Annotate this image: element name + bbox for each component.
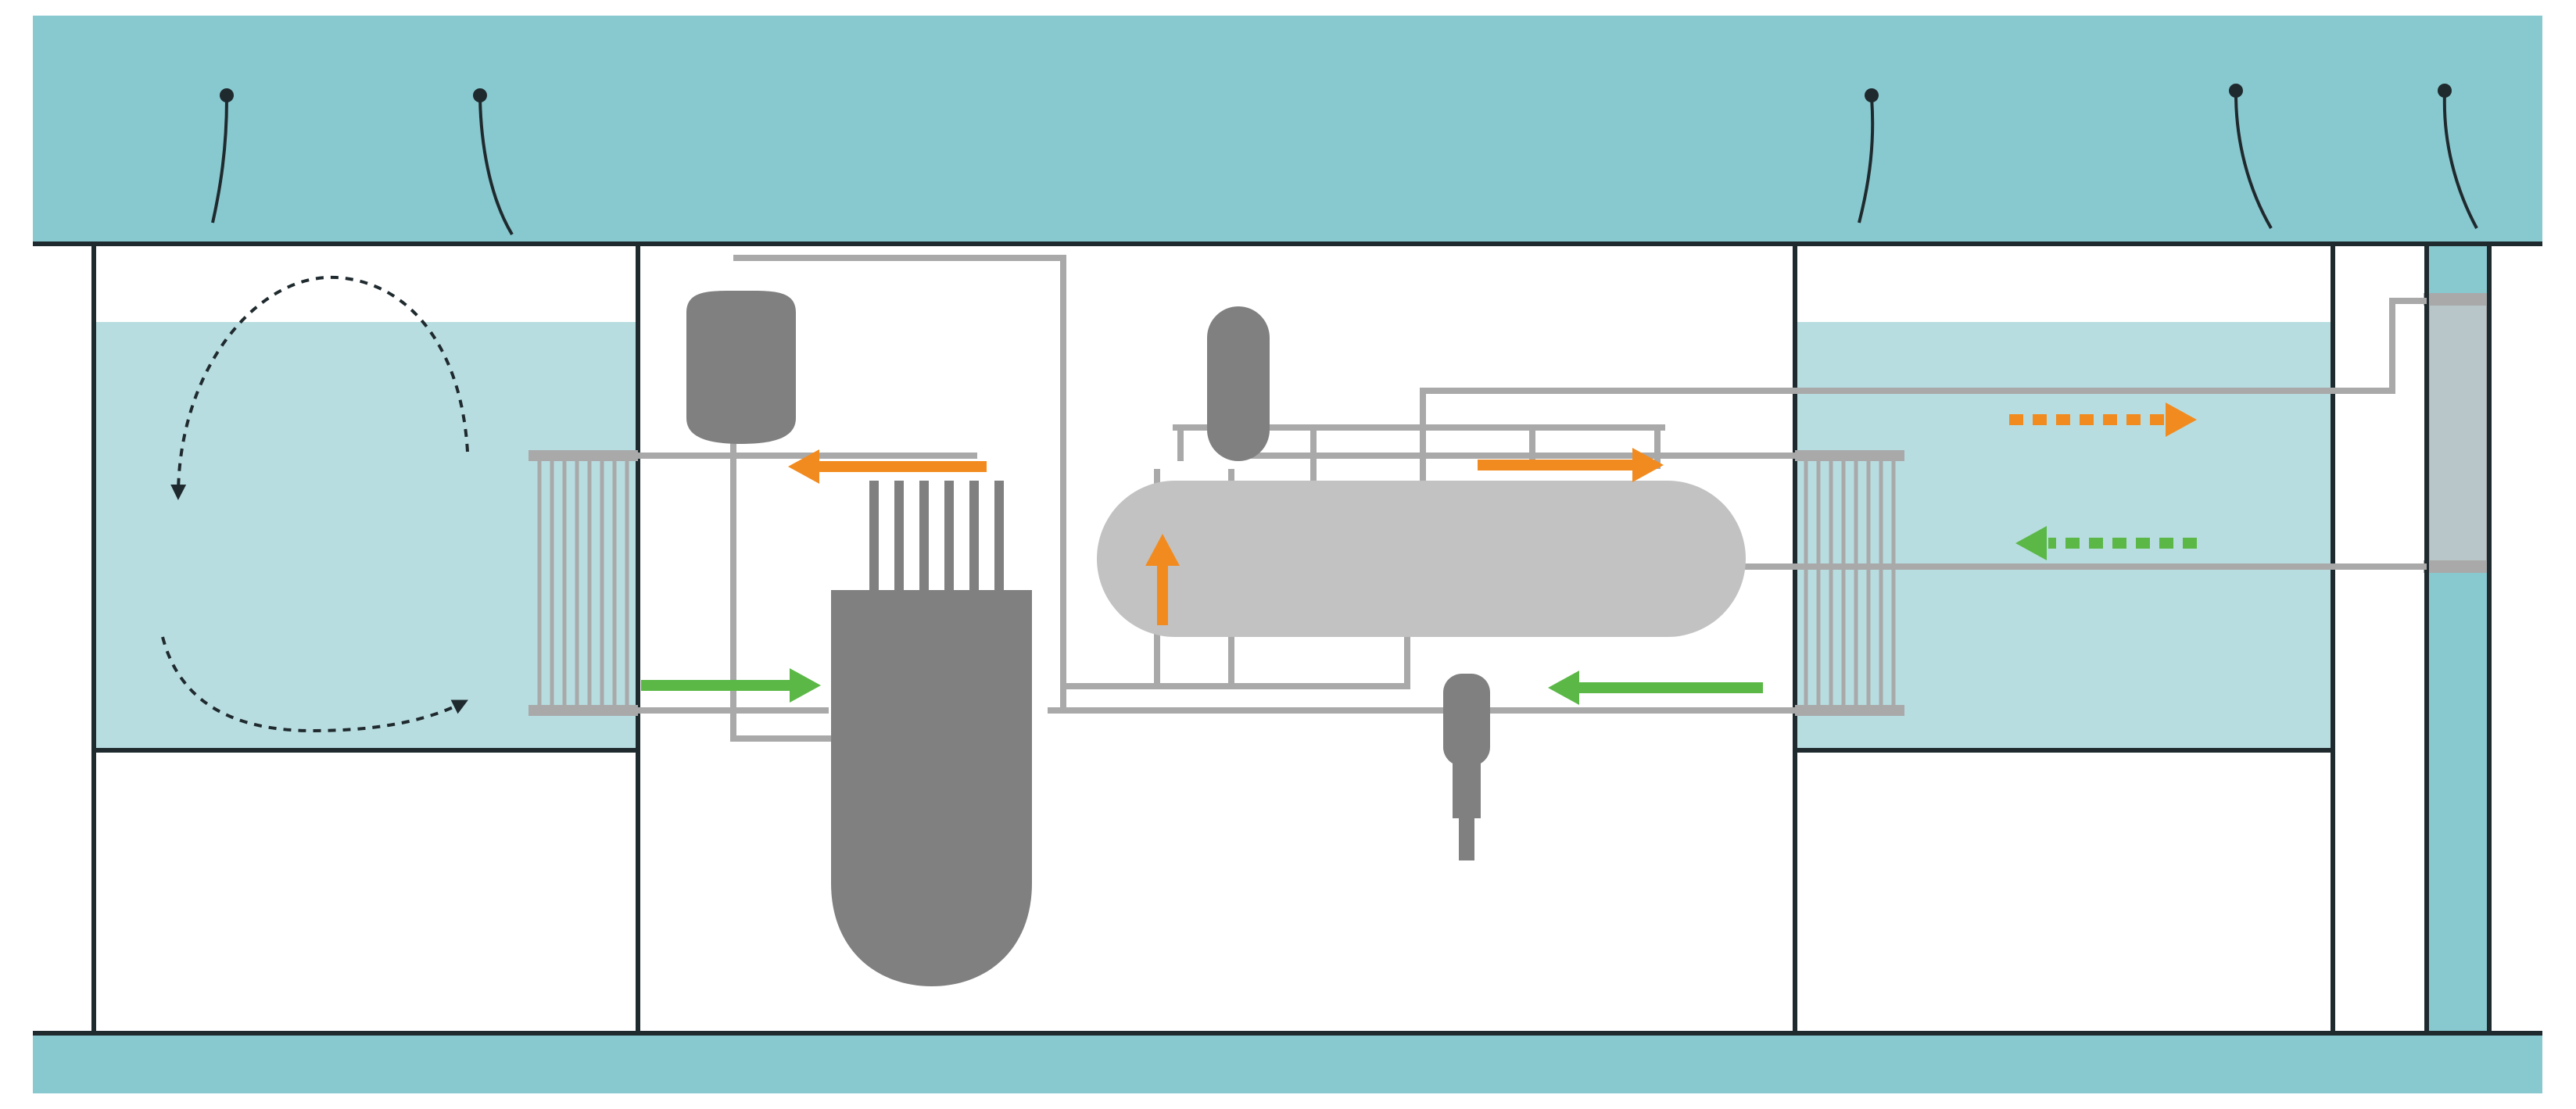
feedwater-in [2015,526,2197,560]
pressurizer [686,290,796,444]
right-water-pool [1795,322,2333,750]
left-water-pool [94,322,638,750]
heat-release-arrows [211,84,2478,236]
column-flange-top [2424,293,2489,306]
steam-out [2009,402,2197,437]
top-water-band [33,16,2542,244]
column-flange-bottom [2424,560,2489,573]
bottom-water-band [33,1033,2542,1093]
reactor-vessel [831,590,1032,986]
piping [638,255,2427,742]
control-rods [869,481,1004,590]
hot-flow-to-right [1478,448,1664,482]
cold-flow-in-left [641,668,821,703]
cold-flow-in-right [1548,671,1763,705]
coolant-pump [1443,674,1490,860]
steam-generator [1097,481,1746,637]
column-window [2427,299,2489,572]
right-heat-exchanger [1795,450,1904,716]
left-heat-exchanger [528,450,638,716]
natural-circulation-loop [161,275,469,733]
hot-flow-to-left [788,449,987,484]
containment-walls [33,241,2542,1036]
accumulator-tank [1207,306,1270,461]
hot-flow-up [1145,534,1180,625]
